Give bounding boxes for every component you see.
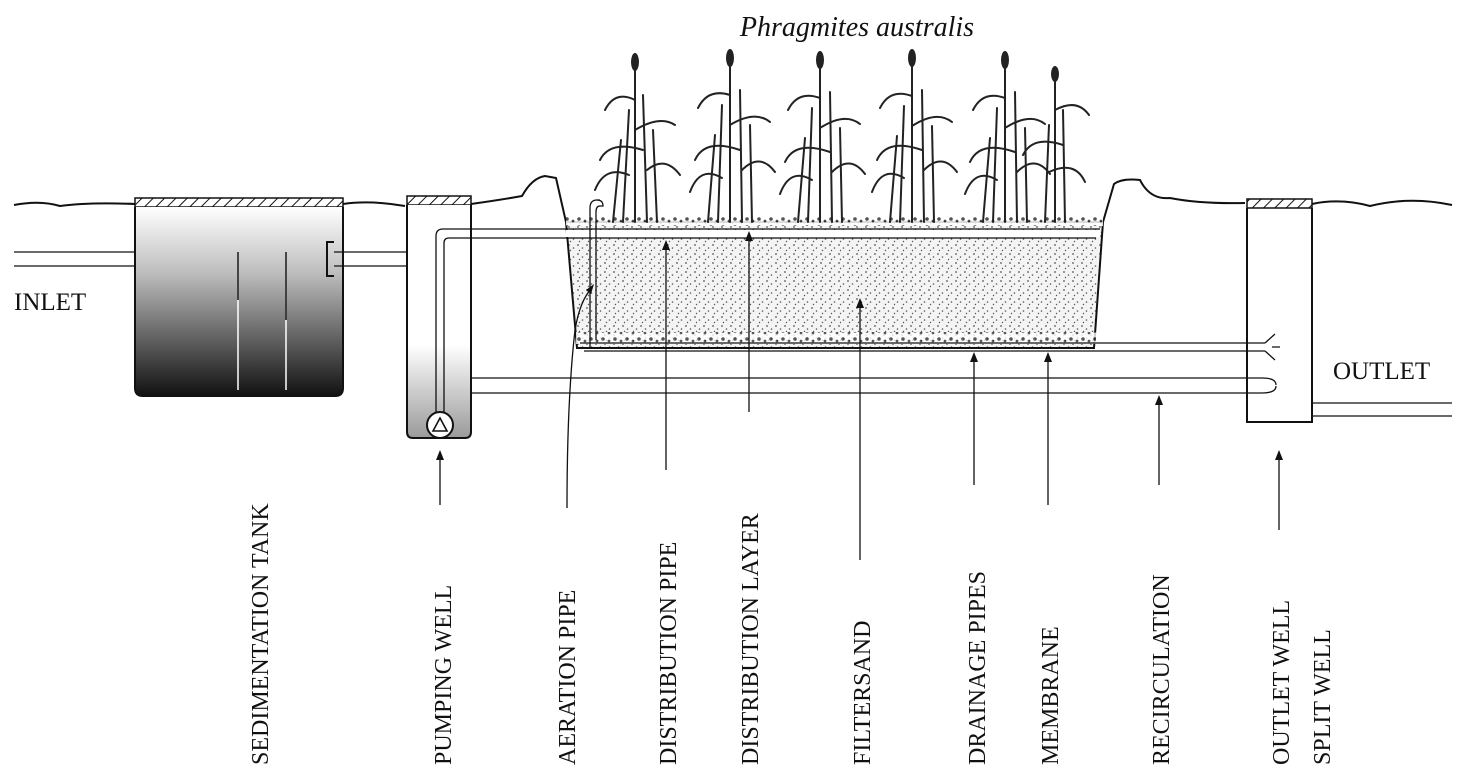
wetland-bed bbox=[564, 216, 1105, 349]
distribution-pipe-label: DISTRIBUTION PIPE bbox=[656, 542, 682, 765]
aeration-pipe-label: AERATION PIPE bbox=[555, 590, 581, 765]
transfer-pipe bbox=[326, 241, 418, 277]
recirculation-pipe bbox=[471, 377, 1277, 394]
reed-clump-5 bbox=[964, 51, 1051, 223]
outlet-label: OUTLET bbox=[1333, 358, 1430, 385]
outlet-well bbox=[1246, 198, 1452, 423]
drainage-pipes-label: DRAINAGE PIPES bbox=[965, 571, 991, 765]
split-well-label: SPLIT WELL bbox=[1310, 629, 1336, 765]
reed-clump-1 bbox=[594, 53, 681, 223]
inlet-label: INLET bbox=[14, 289, 86, 316]
membrane-label: MEMBRANE bbox=[1038, 626, 1064, 765]
inlet-pipe bbox=[14, 241, 151, 277]
distribution-layer-label: DISTRIBUTION LAYER bbox=[738, 513, 764, 765]
pump-icon bbox=[426, 411, 454, 439]
reed-clump-3 bbox=[779, 51, 866, 223]
pumping-well-label: PUMPING WELL bbox=[431, 585, 457, 765]
drainage-pipe bbox=[580, 333, 1280, 361]
aeration-pipe bbox=[589, 199, 601, 348]
sedimentation-tank-label: SEDIMENTATION TANK bbox=[248, 503, 274, 765]
pointer-arrows bbox=[436, 231, 1283, 560]
reed-plants bbox=[594, 49, 1090, 223]
rising-pipe bbox=[435, 228, 1100, 412]
ground-surface bbox=[13, 174, 1453, 223]
outlet-well-label: OUTLET WELL bbox=[1269, 600, 1295, 765]
recirculation-label: RECIRCULATION bbox=[1149, 574, 1175, 765]
plant-species-title: Phragmites australis bbox=[739, 12, 974, 43]
pumping-well bbox=[406, 195, 472, 439]
sedimentation-tank bbox=[134, 197, 344, 397]
filtersand-label: FILTERSAND bbox=[850, 621, 876, 765]
reed-clump-6 bbox=[1022, 66, 1090, 223]
reed-clump-2 bbox=[689, 49, 776, 223]
reed-clump-4 bbox=[871, 49, 958, 223]
